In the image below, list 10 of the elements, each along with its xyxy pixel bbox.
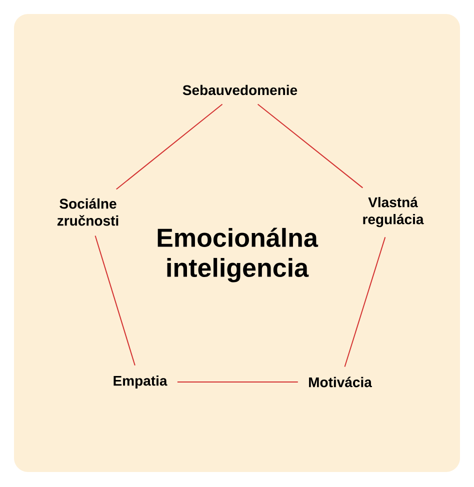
connector-line bbox=[94, 235, 136, 366]
node-label: Sebauvedomenie bbox=[182, 84, 298, 96]
connector-line bbox=[344, 236, 386, 368]
node-label: Vlastná regulácia bbox=[363, 196, 424, 228]
node-label: Sociálne zručnosti bbox=[57, 198, 118, 226]
connector-line bbox=[257, 104, 364, 188]
connector-line bbox=[116, 104, 223, 190]
node-label: Motivácia bbox=[309, 376, 372, 388]
center-title: Emocionálna inteligencia bbox=[158, 228, 318, 282]
node-label: Empatia bbox=[114, 375, 168, 389]
